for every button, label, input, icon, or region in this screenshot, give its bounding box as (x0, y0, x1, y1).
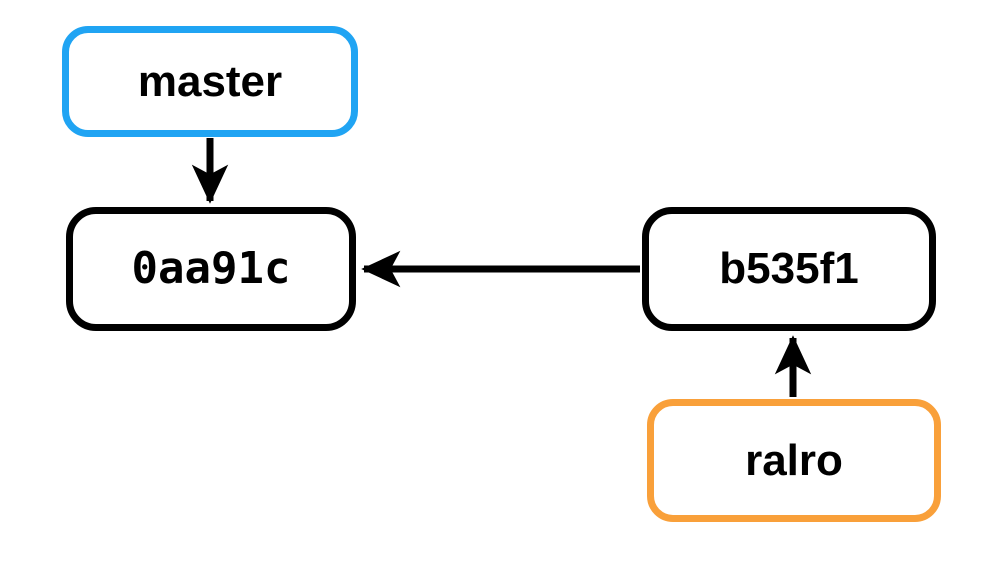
node-commit-b535f1[interactable]: b535f1 (642, 207, 936, 331)
node-commit-0aa91c-label: 0aa91c (131, 243, 291, 294)
node-master[interactable]: master (62, 26, 358, 137)
node-ralro-label: ralro (745, 435, 843, 485)
node-commit-0aa91c[interactable]: 0aa91c (66, 207, 356, 331)
node-commit-b535f1-label: b535f1 (719, 244, 859, 293)
node-ralro[interactable]: ralro (647, 399, 941, 522)
node-master-label: master (137, 56, 283, 106)
